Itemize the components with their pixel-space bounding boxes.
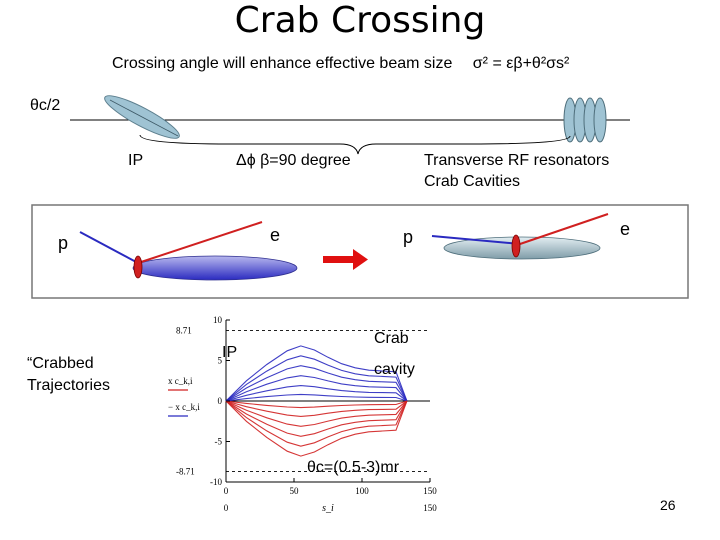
y-tick-label: 5: [218, 356, 223, 366]
proton-label-left: p: [58, 233, 69, 253]
electron-bunch-right: [511, 234, 521, 258]
half-angle-label: θc/2: [30, 97, 61, 114]
series-positive-trace-5: [225, 393, 408, 402]
x-bottom-end-label: 150: [423, 503, 437, 513]
electron-track-right: [519, 213, 609, 245]
phase-advance-brace: [139, 134, 571, 155]
series-negative-trace-4: [225, 400, 408, 417]
x-bottom-start-label: 0: [224, 503, 229, 513]
y-tick-label: 0: [218, 396, 223, 406]
upper-bound-label: 8.71: [176, 325, 192, 335]
chart-crab-label: Crab: [374, 330, 409, 347]
series-positive-trace-2: [225, 365, 408, 402]
crab-cavities-label: Crab Cavities: [424, 173, 521, 190]
series-negative-trace-3: [225, 400, 408, 427]
transform-arrow: [323, 249, 368, 270]
ip-label: IP: [128, 152, 144, 169]
electron-label-right: e: [620, 219, 631, 239]
slide-subtitle: Crossing angle will enhance effective be…: [112, 54, 569, 74]
y-tick-label: 10: [213, 315, 223, 325]
lower-bound-label: -8.71: [176, 467, 195, 477]
crabbed-trajectories-line2: Trajectories: [27, 377, 110, 394]
x-tick-label: 50: [290, 486, 300, 496]
series-negative-trace-5: [225, 400, 408, 409]
series-negative-trace-0: [225, 400, 408, 457]
series-positive-trace-0: [225, 345, 408, 402]
y-tick-label: -10: [210, 477, 222, 487]
subtitle-text: Crossing angle will enhance effective be…: [112, 55, 453, 72]
series-negative-trace-2: [225, 400, 408, 437]
beam-size-formula: σ² = εβ+θ²σs²: [472, 55, 570, 72]
x-tick-label: 150: [423, 486, 437, 496]
proton-track-right: [431, 235, 521, 245]
chart-ip-label: IP: [222, 344, 238, 361]
electron-track-left: [137, 221, 263, 264]
page-number: 26: [660, 497, 676, 513]
proton-label-right: p: [403, 227, 414, 247]
series-negative-trace-1: [225, 400, 408, 447]
bunch-axis: [109, 99, 179, 137]
x-axis-label: s_i: [322, 503, 334, 514]
crossing-angle-range: θc=(0.5-3)mr: [307, 459, 400, 476]
crab-cavities: [563, 97, 607, 143]
legend-positive-label: x c_k,i: [168, 376, 193, 386]
rf-resonators-label: Transverse RF resonators: [424, 152, 610, 169]
y-tick-label: -5: [215, 437, 223, 447]
chart-cavity-label: cavity: [374, 361, 415, 378]
electron-bunch-left: [133, 255, 143, 279]
x-tick-label: 0: [224, 486, 229, 496]
legend-negative-label: − x c_k,i: [168, 402, 200, 412]
proton-bunch-left: [132, 255, 298, 281]
x-tick-label: 100: [355, 486, 369, 496]
series-positive-trace-4: [225, 385, 408, 402]
proton-track-left: [79, 231, 139, 264]
grey-bunch-right: [443, 236, 601, 260]
phase-advance-label: Δϕ β=90 degree: [236, 152, 351, 169]
electron-label-left: e: [270, 225, 281, 245]
slide-title: Crab Crossing: [234, 0, 486, 41]
series-positive-trace-1: [225, 355, 408, 402]
series-positive-trace-3: [225, 375, 408, 402]
crabbed-trajectories-line1: “Crabbed: [27, 355, 94, 372]
